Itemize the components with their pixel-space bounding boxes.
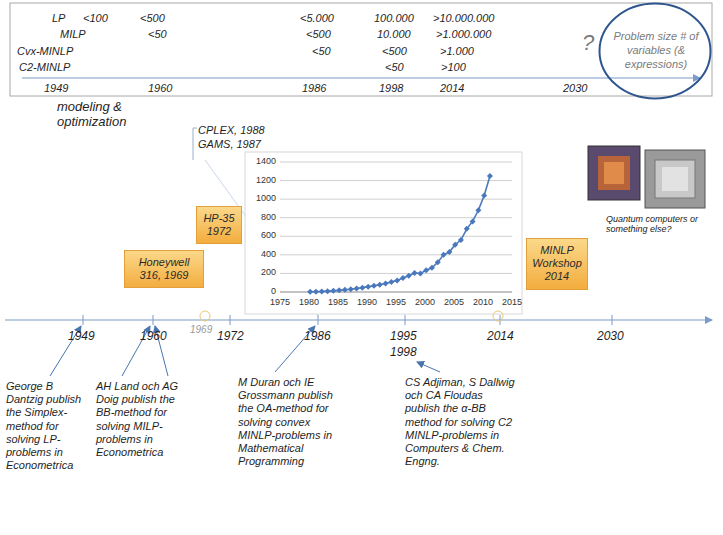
timeline-label: 1998 bbox=[390, 346, 417, 360]
annotation-text: M Duran och IE Grossmann publish the OA-… bbox=[238, 376, 342, 468]
timeline-label: Cvx-MINLP bbox=[17, 45, 73, 58]
question-mark: ? bbox=[582, 30, 594, 56]
timeline-label: MILP bbox=[60, 28, 86, 41]
annotation-arrows bbox=[50, 326, 440, 376]
timeline-label: 1986 bbox=[304, 330, 331, 344]
timeline-label: 1986 bbox=[302, 82, 326, 95]
timeline-label: 1960 bbox=[148, 82, 172, 95]
event-text: HP-35 1972 bbox=[201, 212, 237, 238]
timeline-label: 1949 bbox=[68, 330, 95, 344]
axis-label: 2000 bbox=[415, 297, 435, 307]
chart-markers bbox=[307, 173, 493, 295]
timeline-label: >100 bbox=[441, 61, 466, 74]
timeline-label: 1972 bbox=[217, 330, 244, 344]
chip-images bbox=[588, 146, 705, 208]
timeline-label: <50 bbox=[385, 61, 404, 74]
timeline-label: >1.000.000 bbox=[436, 28, 491, 41]
axis-label: 1200 bbox=[256, 175, 276, 185]
chart-grid bbox=[280, 162, 512, 292]
chart-panel bbox=[245, 152, 522, 314]
timeline-label: <5.000 bbox=[300, 12, 334, 25]
timeline-label: <500 bbox=[382, 45, 407, 58]
top-axis bbox=[22, 77, 700, 78]
timeline-label: >10.000.000 bbox=[433, 12, 494, 25]
axis-label: 200 bbox=[261, 267, 276, 277]
axis-label: 1980 bbox=[299, 297, 319, 307]
axis-label: 2015 bbox=[502, 297, 522, 307]
timeline-label: 2014 bbox=[487, 330, 514, 344]
problem-size-circle: ?Problem size # of variables (& expressi… bbox=[598, 2, 712, 100]
timeline-label: 2030 bbox=[563, 82, 587, 95]
axis-label: 1400 bbox=[256, 156, 276, 166]
event-box: HP-35 1972 bbox=[196, 206, 242, 244]
timeline-ticks bbox=[83, 315, 612, 325]
timeline-label: <500 bbox=[140, 12, 165, 25]
timeline-label: <50 bbox=[148, 28, 167, 41]
timeline-label: <500 bbox=[306, 28, 331, 41]
timeline-label: 2014 bbox=[440, 82, 464, 95]
timeline-label: C2-MINLP bbox=[19, 61, 70, 74]
axis-label: 1990 bbox=[357, 297, 377, 307]
chart-line bbox=[310, 176, 490, 292]
axis-label: 600 bbox=[261, 230, 276, 240]
timeline-label: CPLEX, 1988 bbox=[198, 124, 265, 137]
timeline-label: Quantum computers or something else? bbox=[606, 214, 702, 235]
axis-label: 1000 bbox=[256, 193, 276, 203]
axis-label: 1975 bbox=[270, 297, 290, 307]
circle-text: Problem size # of variables (& expressio… bbox=[610, 30, 702, 71]
timeline-label: 1949 bbox=[44, 82, 68, 95]
annotation-text: George B Dantzig publish the Simplex-met… bbox=[6, 380, 90, 472]
timeline-label: 1998 bbox=[379, 82, 403, 95]
axis-label: 400 bbox=[261, 249, 276, 259]
top-panel bbox=[10, 3, 712, 96]
axis-label: 1995 bbox=[386, 297, 406, 307]
timeline-label: modeling & optimization bbox=[57, 100, 157, 130]
bracket bbox=[193, 128, 197, 160]
timeline-label: <100 bbox=[83, 12, 108, 25]
timeline-label: 1960 bbox=[140, 330, 167, 344]
axis-label: 0 bbox=[271, 286, 276, 296]
event-text: Honeywell 316, 1969 bbox=[129, 256, 199, 282]
timeline-label: 1995 bbox=[390, 330, 417, 344]
timeline-label: >1.000 bbox=[440, 45, 474, 58]
event-marker bbox=[200, 311, 210, 321]
axis-label: 800 bbox=[261, 212, 276, 222]
timeline-label: <50 bbox=[312, 45, 331, 58]
timeline-label: 100.000 bbox=[374, 12, 414, 25]
event-box: Honeywell 316, 1969 bbox=[124, 250, 204, 288]
timeline-label: GAMS, 1987 bbox=[198, 138, 261, 151]
timeline-label: 1969 bbox=[190, 324, 212, 336]
axis-label: 1985 bbox=[328, 297, 348, 307]
event-marker bbox=[493, 311, 503, 321]
timeline-label: LP bbox=[52, 12, 65, 25]
timeline-label: 2030 bbox=[597, 330, 624, 344]
annotation-text: AH Land och AG Doig publish the BB-metho… bbox=[96, 380, 188, 459]
timeline-axis bbox=[5, 319, 712, 320]
annotation-text: CS Adjiman, S Dallwig och CA Floudas pub… bbox=[405, 376, 517, 468]
timeline-label: 10.000 bbox=[377, 28, 411, 41]
event-box: MINLP Workshop 2014 bbox=[526, 238, 588, 290]
axis-label: 2005 bbox=[444, 297, 464, 307]
axis-label: 2010 bbox=[473, 297, 493, 307]
event-text: MINLP Workshop 2014 bbox=[531, 244, 583, 284]
